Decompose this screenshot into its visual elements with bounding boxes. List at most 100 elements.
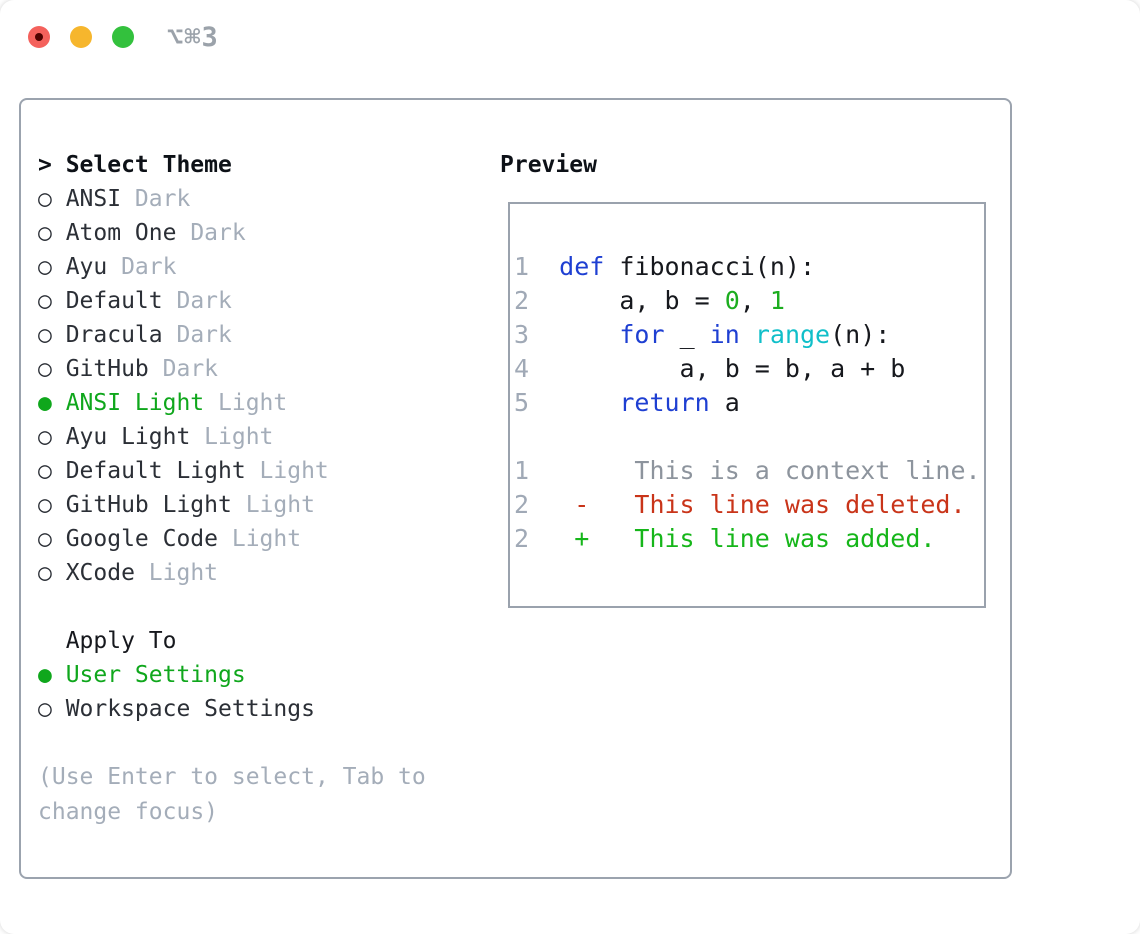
select-theme-heading: > Select Theme xyxy=(38,148,458,182)
option-label: XCode xyxy=(65,560,135,586)
option-variant: Dark xyxy=(176,322,232,348)
option-variant: Light xyxy=(148,560,219,586)
cursor-icon: > xyxy=(38,152,52,178)
radio-icon: ○ xyxy=(38,220,52,246)
panel-title: Select Theme xyxy=(65,152,232,178)
radio-icon: ○ xyxy=(38,492,52,518)
option-label: GitHub xyxy=(65,356,149,382)
option-label: ANSI Light xyxy=(65,390,205,416)
code-line: 2 a, b = 0, 1 xyxy=(514,284,984,318)
apply-option[interactable]: ○ Workspace Settings xyxy=(38,692,458,726)
line-number: 4 xyxy=(514,354,530,383)
option-label: Default Light xyxy=(65,458,246,484)
option-variant: Light xyxy=(245,492,315,518)
option-label: ANSI xyxy=(65,186,122,212)
code-line: 2 - This line was deleted. xyxy=(514,488,984,522)
code-token: a xyxy=(709,388,740,417)
line-number: 2 xyxy=(514,286,530,315)
option-label: Workspace Settings xyxy=(65,696,315,722)
radio-icon: ○ xyxy=(38,322,52,348)
option-variant: Dark xyxy=(121,254,177,280)
option-label: Google Code xyxy=(65,526,219,552)
theme-option[interactable]: ○ ANSI Dark xyxy=(38,182,458,216)
code-token: _ xyxy=(664,320,710,349)
code-token xyxy=(740,320,755,349)
apply-option[interactable]: ●User Settings xyxy=(38,658,458,692)
line-content: a, b = 0, 1 xyxy=(559,286,785,315)
title-bar: ⌥⌘3 xyxy=(0,0,1140,70)
code-token: 0 xyxy=(724,286,740,315)
code-line: 5 return a xyxy=(514,386,984,420)
line-number: 2 xyxy=(514,490,530,519)
line-number: 2 xyxy=(514,524,530,553)
line-number: 1 xyxy=(514,252,530,281)
code-line: 4 a, b = b, a + b xyxy=(514,352,984,386)
radio-icon: ○ xyxy=(38,424,52,450)
option-variant: Dark xyxy=(134,186,191,212)
radio-icon: ○ xyxy=(38,526,52,552)
code-token: range xyxy=(754,320,831,349)
code-line: 1 This is a context line. xyxy=(514,454,984,488)
code-token: + This line was added. xyxy=(559,524,936,553)
code-token: for xyxy=(619,320,665,349)
option-label: Ayu Light xyxy=(65,424,191,450)
code-token: , xyxy=(739,286,770,315)
keyboard-hint: (Use Enter to select, Tab to change focu… xyxy=(38,764,426,825)
line-content: + This line was added. xyxy=(559,524,935,553)
apply-to-section: Apply To ●User Settings ○ Workspace Settin… xyxy=(38,624,458,726)
line-number: 3 xyxy=(514,320,530,349)
radio-icon: ○ xyxy=(38,186,52,212)
code-token: return xyxy=(619,388,710,417)
radio-icon: ○ xyxy=(38,254,52,280)
code-line: 2 + This line was added. xyxy=(514,522,984,556)
code-token xyxy=(559,388,619,417)
line-content: return a xyxy=(559,388,740,417)
code-token: - This line was deleted. xyxy=(559,490,966,519)
line-content: a, b = b, a + b xyxy=(559,354,906,383)
close-button[interactable] xyxy=(28,26,50,48)
code-line: 3 for _ in range(n): xyxy=(514,318,984,352)
option-label: Dracula xyxy=(65,322,163,348)
code-token xyxy=(559,320,619,349)
line-number: 1 xyxy=(514,456,530,485)
minimize-button[interactable] xyxy=(70,26,92,48)
line-number: 5 xyxy=(514,388,530,417)
apply-list: ●User Settings ○ Workspace Settings xyxy=(38,658,458,726)
line-content: for _ in range(n): xyxy=(559,320,890,349)
option-variant: Dark xyxy=(176,288,232,314)
theme-option[interactable]: ○ Atom One Dark xyxy=(38,216,458,250)
code-line: 1 def fibonacci(n): xyxy=(514,250,984,284)
radio-icon: ○ xyxy=(38,458,52,484)
option-variant: Light xyxy=(231,526,302,552)
theme-option[interactable]: ○ Google Code Light xyxy=(38,522,458,556)
code-token: a, b = b, a + b xyxy=(559,354,906,383)
radio-icon: ○ xyxy=(38,696,52,722)
zoom-button[interactable] xyxy=(112,26,134,48)
code-token: This is a context line. xyxy=(559,456,981,485)
option-variant: Dark xyxy=(190,220,246,246)
option-label: Default xyxy=(65,288,163,314)
option-label: User Settings xyxy=(65,662,246,688)
radio-selected-icon: ● xyxy=(38,390,52,416)
apply-to-heading: Apply To xyxy=(65,628,177,654)
modified-dot-icon xyxy=(35,33,43,41)
code-token: a, b = xyxy=(559,286,725,315)
line-content: def fibonacci(n): xyxy=(559,252,815,281)
code-line xyxy=(514,420,984,454)
option-label: Atom One xyxy=(65,220,177,246)
theme-option[interactable]: ○ Dracula Dark xyxy=(38,318,458,352)
line-content: - This line was deleted. xyxy=(559,490,965,519)
code-token: fibonacci(n): xyxy=(604,252,816,281)
